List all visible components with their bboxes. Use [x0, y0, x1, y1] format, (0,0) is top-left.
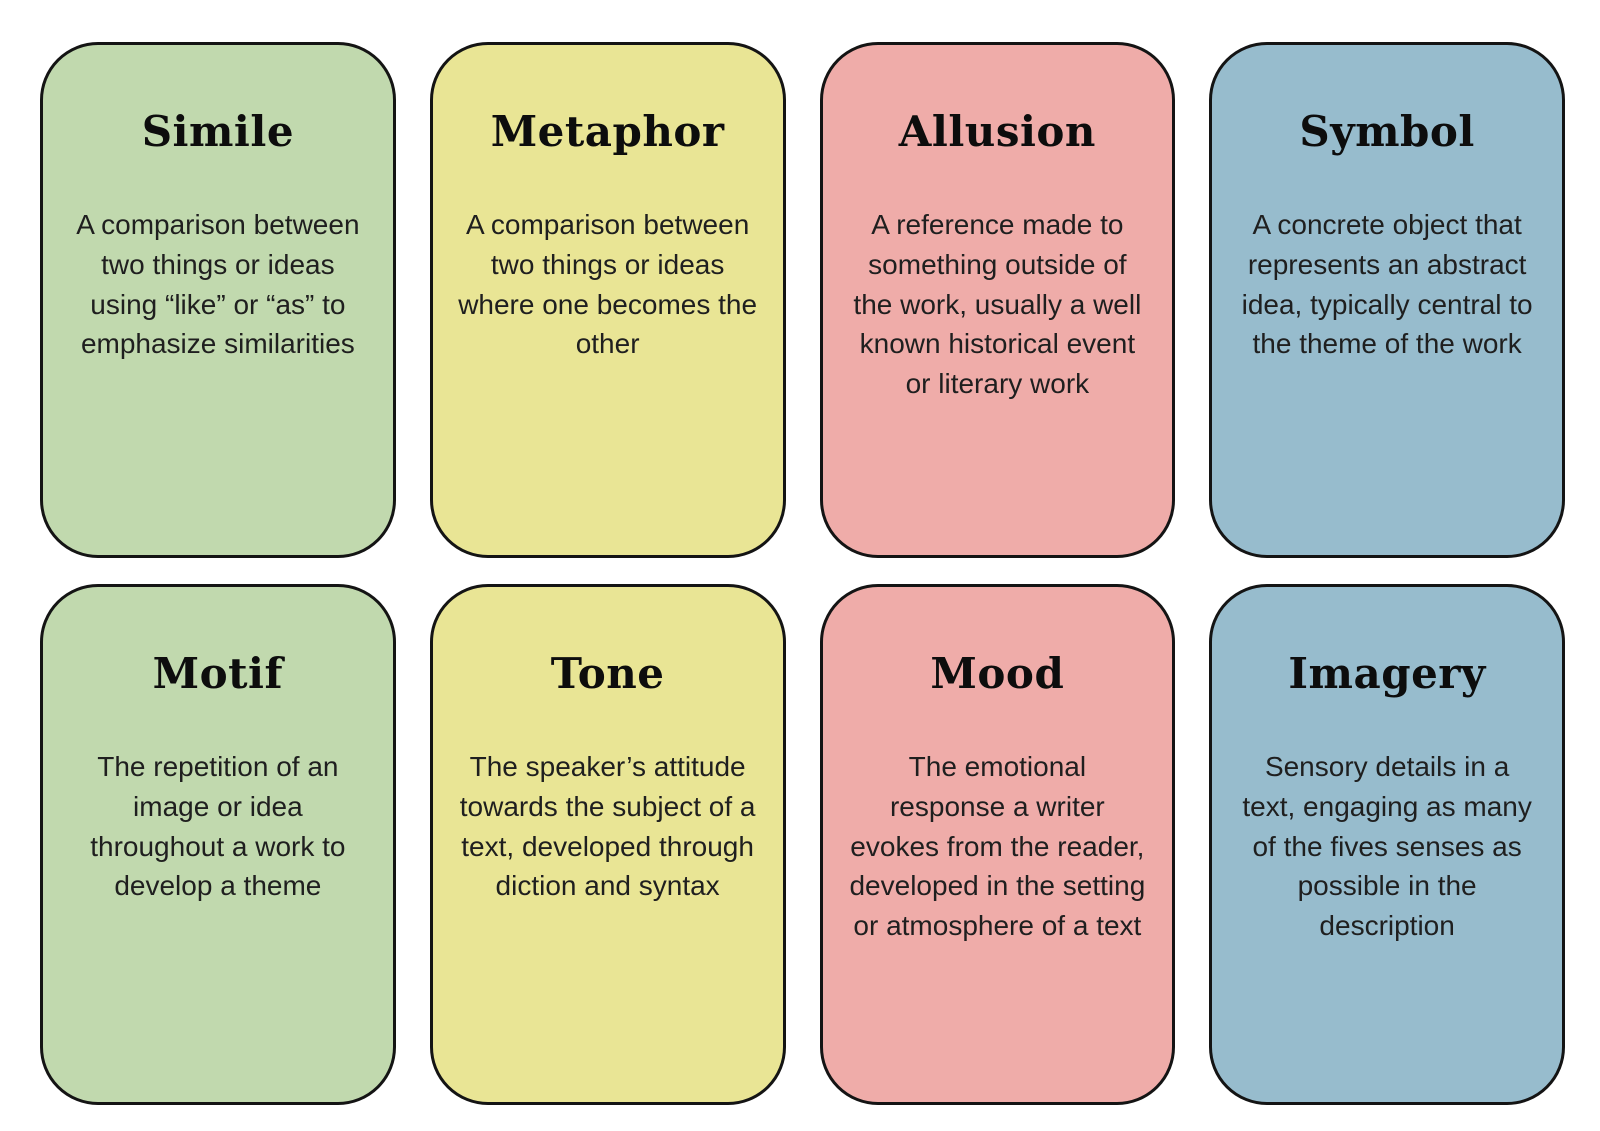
card-metaphor: Metaphor A comparison between two things…: [429, 42, 786, 558]
card-description: The repetition of an image or idea throu…: [90, 751, 346, 902]
card-simile: Simile A comparison between two things o…: [40, 42, 396, 558]
card-description: A comparison between two things or ideas…: [458, 209, 758, 360]
card-title: Tone: [550, 649, 665, 698]
card-title: Metaphor: [490, 107, 725, 156]
card-allusion: Allusion A reference made to something o…: [819, 42, 1176, 558]
card-description: Sensory details in a text, engaging as m…: [1242, 751, 1532, 942]
card-description: A concrete object that represents an abs…: [1241, 209, 1533, 360]
card-title: Imagery: [1288, 649, 1486, 698]
card-title: Simile: [141, 107, 295, 156]
card-title: Motif: [152, 649, 284, 698]
card-mood: Mood The emotional response a writer evo…: [819, 584, 1176, 1105]
card-description: The speaker’s attitude towards the subje…: [459, 751, 756, 902]
card-description: A comparison between two things or ideas…: [76, 209, 360, 360]
card-imagery: Imagery Sensory details in a text, engag…: [1209, 584, 1565, 1105]
card-title: Mood: [930, 649, 1065, 698]
card-title: Allusion: [898, 107, 1096, 156]
card-description: The emotional response a writer evokes f…: [849, 751, 1146, 942]
card-symbol: Symbol A concrete object that represents…: [1209, 42, 1565, 558]
card-title: Symbol: [1299, 107, 1475, 156]
card-motif: Motif The repetition of an image or idea…: [40, 584, 396, 1105]
card-description: A reference made to something outside of…: [853, 209, 1142, 400]
card-tone: Tone The speaker’s attitude towards the …: [429, 584, 786, 1105]
